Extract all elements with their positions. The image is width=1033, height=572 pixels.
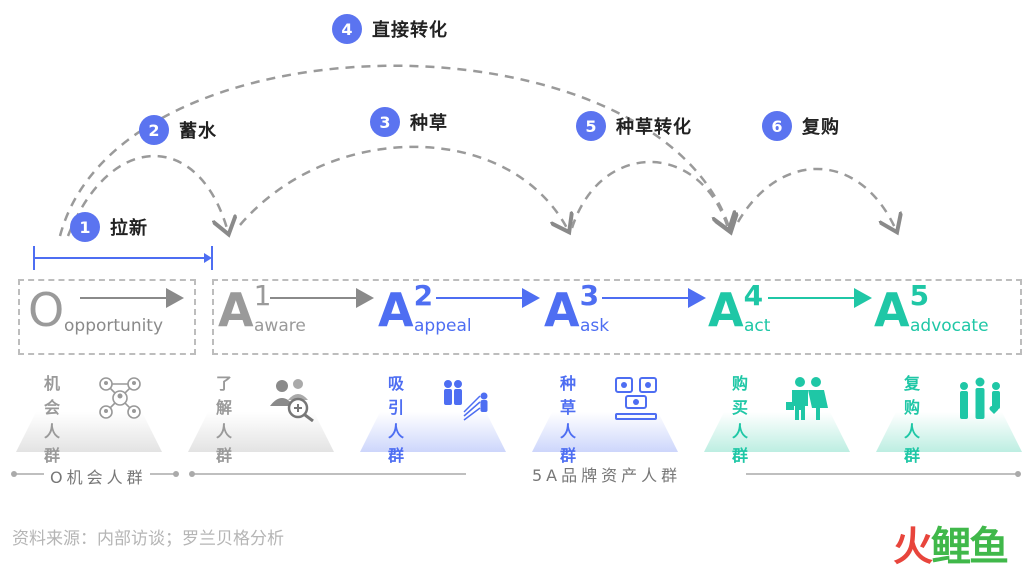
crowd-6-line2: 人群	[904, 422, 927, 465]
arc-direct-conversion	[58, 64, 730, 237]
crowd-card-act: 购买人群	[704, 372, 850, 465]
step-4: 4 直接转化	[332, 14, 448, 44]
brand-logo: 火鲤鱼	[893, 524, 1009, 570]
stage-a5: A 5 advocate	[874, 282, 989, 337]
crowd-1-line1: 机会	[44, 374, 67, 417]
step-5: 5 种草转化	[576, 111, 692, 141]
crowd-card-appeal: 吸引人群	[360, 372, 506, 465]
stage-a1-sup: 1	[253, 279, 272, 312]
stage-opportunity: O opportunity	[28, 283, 163, 337]
step-5-label: 种草转化	[616, 117, 692, 138]
crowd-5-line1: 购买	[732, 374, 755, 417]
opportunity-box	[18, 279, 196, 355]
stage-a2-sup: 2	[413, 279, 434, 312]
stage-a5-sup: 5	[909, 279, 930, 312]
stage-a2-sub: appeal	[414, 316, 472, 336]
crowd-2-line2: 人群	[216, 422, 239, 465]
stage-a4: A 4 act	[708, 282, 770, 337]
step-3-badge: 3	[370, 107, 400, 137]
crowd-4-line1: 种草	[560, 374, 583, 417]
timeline-opportunity-label: O机会人群	[50, 468, 147, 487]
step-3-label: 种草	[410, 113, 448, 134]
stage-a1-sub: aware	[254, 316, 306, 336]
stage-a4-sup: 4	[743, 279, 764, 312]
source-note: 资料来源：内部访谈；罗兰贝格分析	[12, 529, 284, 549]
crowd-5-line2: 人群	[732, 422, 755, 465]
stage-a3: A 3 ask	[544, 282, 609, 337]
crowd-3-line1: 吸引	[388, 374, 411, 417]
arc-seeding-conversion	[570, 160, 728, 228]
step-3: 3 种草	[370, 107, 448, 137]
people-attract-icon	[444, 380, 488, 421]
arc-repurchase	[736, 167, 896, 230]
stage-a5-sub: advocate	[910, 316, 989, 336]
step-4-label: 直接转化	[372, 20, 448, 41]
five-a-box	[212, 279, 1022, 355]
stage-a3-sub: ask	[580, 316, 610, 336]
stage-a5-letter: A	[874, 283, 910, 337]
stage-o-letter: O	[28, 283, 65, 337]
stage-o-sub: opportunity	[64, 316, 164, 336]
stage-a3-letter: A	[544, 283, 580, 337]
step-2-badge: 2	[139, 115, 169, 145]
step-4-badge: 4	[332, 14, 362, 44]
grass-board-icon	[615, 377, 657, 420]
timeline-5a-label: 5A品牌资产人群	[532, 466, 682, 485]
crowd-2-line1: 了解	[216, 374, 239, 417]
stage-a2-letter: A	[378, 283, 414, 337]
step-1-label: 拉新	[110, 218, 148, 239]
arc-seeding	[239, 145, 568, 230]
crowd-3-line2: 人群	[388, 422, 411, 465]
stage-a3-sup: 3	[579, 279, 600, 312]
crowd-4-line2: 人群	[560, 422, 583, 465]
stage-a4-letter: A	[708, 283, 744, 337]
crowd-card-opportunity: 机会人群	[16, 372, 162, 465]
stage-a1: A 1 aware	[218, 282, 306, 337]
step-1: 1 拉新	[70, 212, 148, 242]
step-6-label: 复购	[802, 117, 840, 138]
crowd-card-aware: 了解人群	[188, 372, 334, 465]
stage-a1-letter: A	[218, 283, 254, 337]
crowd-card-advocate: 复购人群	[876, 372, 1022, 465]
crowd-card-ask: 种草人群	[532, 372, 678, 465]
step-5-badge: 5	[576, 111, 606, 141]
step-2: 2 蓄水	[139, 115, 217, 145]
repurchase-people-icon	[960, 377, 1000, 419]
step-6: 6 复购	[762, 111, 840, 141]
stage-a4-sub: act	[744, 316, 771, 336]
network-people-icon	[99, 377, 141, 419]
step-2-label: 蓄水	[179, 121, 217, 142]
stage-a2: A 2 appeal	[378, 282, 472, 337]
people-search-icon	[270, 379, 314, 422]
shopping-people-icon	[786, 377, 828, 420]
step-1-badge: 1	[70, 212, 100, 242]
step-6-badge: 6	[762, 111, 792, 141]
crowd-6-line1: 复购	[904, 374, 927, 417]
crowd-1-line2: 人群	[44, 422, 67, 465]
arc-storage	[66, 154, 228, 236]
